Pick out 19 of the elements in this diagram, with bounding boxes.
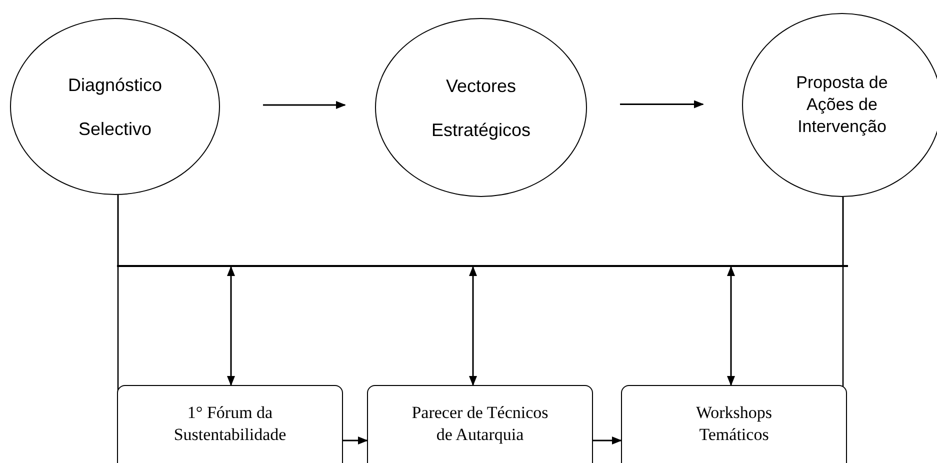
process-box bbox=[621, 385, 847, 463]
connector-line bbox=[117, 195, 119, 265]
arrow bbox=[263, 101, 346, 109]
process-box bbox=[367, 385, 593, 463]
horizontal-bar-line bbox=[117, 265, 848, 267]
arrow bbox=[593, 436, 622, 444]
node-label: Vectores Estratégicos bbox=[430, 74, 532, 142]
arrow bbox=[469, 266, 477, 386]
node-label: 1° Fórum da Sustentabilidade bbox=[172, 402, 288, 446]
node-label: Proposta de Ações de Intervenção bbox=[796, 72, 888, 138]
process-box bbox=[117, 385, 343, 463]
arrow bbox=[343, 436, 368, 444]
arrow bbox=[727, 266, 735, 386]
arrow bbox=[227, 266, 235, 386]
arrow bbox=[620, 100, 704, 108]
node-label: Workshops Temáticos bbox=[694, 402, 774, 446]
node-label: Parecer de Técnicos de Autarquia bbox=[410, 402, 550, 446]
node-label: Diagnóstico Selectivo bbox=[66, 74, 164, 140]
connector-line bbox=[842, 197, 844, 265]
